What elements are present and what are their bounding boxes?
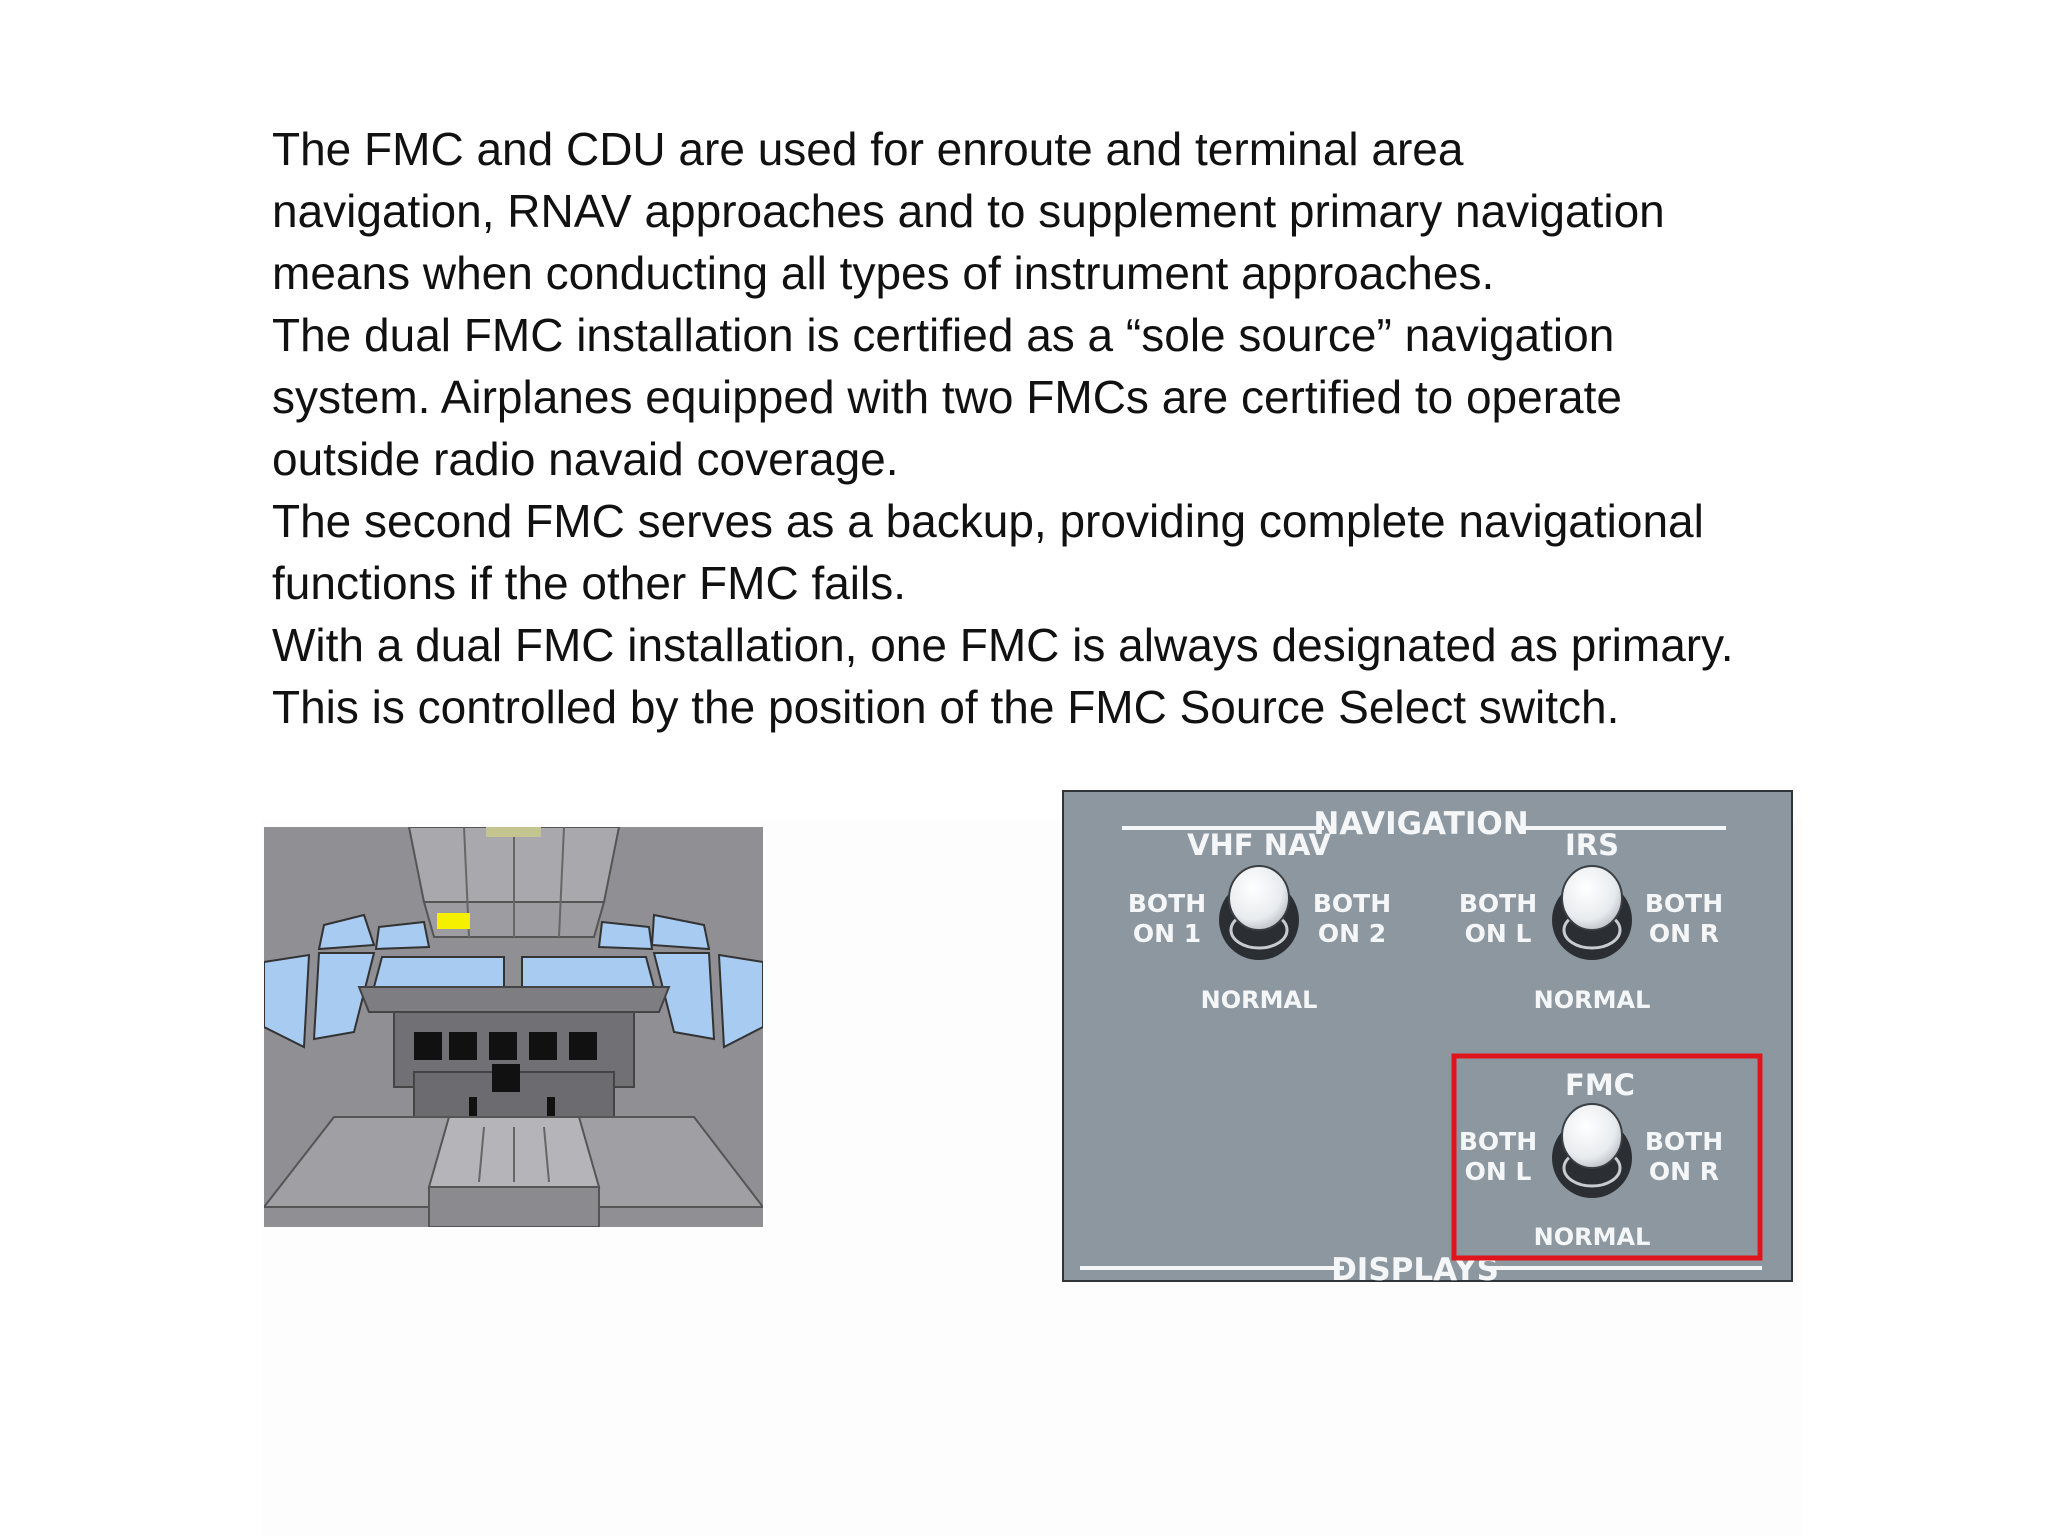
highlight-marker — [437, 913, 470, 929]
switch-center-label: NORMAL — [1534, 1223, 1651, 1251]
switch-right-top: BOTH — [1645, 1127, 1723, 1156]
text-line: means when conducting all types of instr… — [272, 247, 1495, 299]
switch-name: VHF NAV — [1187, 828, 1331, 862]
body-text: The FMC and CDU are used for enroute and… — [272, 118, 1832, 738]
switch-center-label: NORMAL — [1534, 986, 1651, 1014]
switch-left-top: BOTH — [1459, 1127, 1537, 1156]
text-line: outside radio navaid coverage. — [272, 433, 899, 485]
panel-title: NAVIGATION — [1313, 806, 1528, 842]
switch-right-bottom: ON R — [1649, 1157, 1719, 1186]
text-line: navigation, RNAV approaches and to suppl… — [272, 185, 1665, 237]
switch-right-top: BOTH — [1645, 889, 1723, 918]
cockpit-svg — [261, 826, 766, 1228]
text-line: This is controlled by the position of th… — [272, 681, 1620, 733]
text-line: The dual FMC installation is certified a… — [272, 309, 1615, 361]
text-line: functions if the other FMC fails. — [272, 557, 907, 609]
switch-left-bottom: ON L — [1465, 919, 1532, 948]
switch-right-bottom: ON R — [1649, 919, 1719, 948]
switch-center-label: NORMAL — [1201, 986, 1318, 1014]
text-line: With a dual FMC installation, one FMC is… — [272, 619, 1734, 671]
switch-right-top: BOTH — [1313, 889, 1391, 918]
fmc-highlight-box — [1451, 1053, 1763, 1261]
switch-left-top: BOTH — [1128, 889, 1206, 918]
vhf-nav-switch: VHF NAV BOTH ON 1 BOTH ON 2 NORMAL — [1128, 828, 1391, 1014]
text-line: The FMC and CDU are used for enroute and… — [272, 123, 1464, 175]
fmc-source-select-switch: FMC BOTH ON L BOTH ON R NORMAL — [1459, 1068, 1723, 1251]
switch-name: IRS — [1565, 828, 1619, 862]
switch-name: FMC — [1565, 1068, 1635, 1102]
switch-left-top: BOTH — [1459, 889, 1537, 918]
switch-left-bottom: ON L — [1465, 1157, 1532, 1186]
irs-switch: IRS BOTH ON L BOTH ON R NORMAL — [1459, 828, 1723, 1014]
navigation-switch-panel: NAVIGATION DISPLAYS VHF NAV BOTH ON 1 BO… — [1062, 790, 1793, 1282]
switch-left-bottom: ON 1 — [1133, 919, 1201, 948]
panel-svg: NAVIGATION DISPLAYS VHF NAV BOTH ON 1 BO… — [1062, 790, 1793, 1282]
cockpit-illustration — [261, 826, 766, 1228]
text-line: The second FMC serves as a backup, provi… — [272, 495, 1704, 547]
text-line: system. Airplanes equipped with two FMCs… — [272, 371, 1622, 423]
switch-right-bottom: ON 2 — [1318, 919, 1386, 948]
